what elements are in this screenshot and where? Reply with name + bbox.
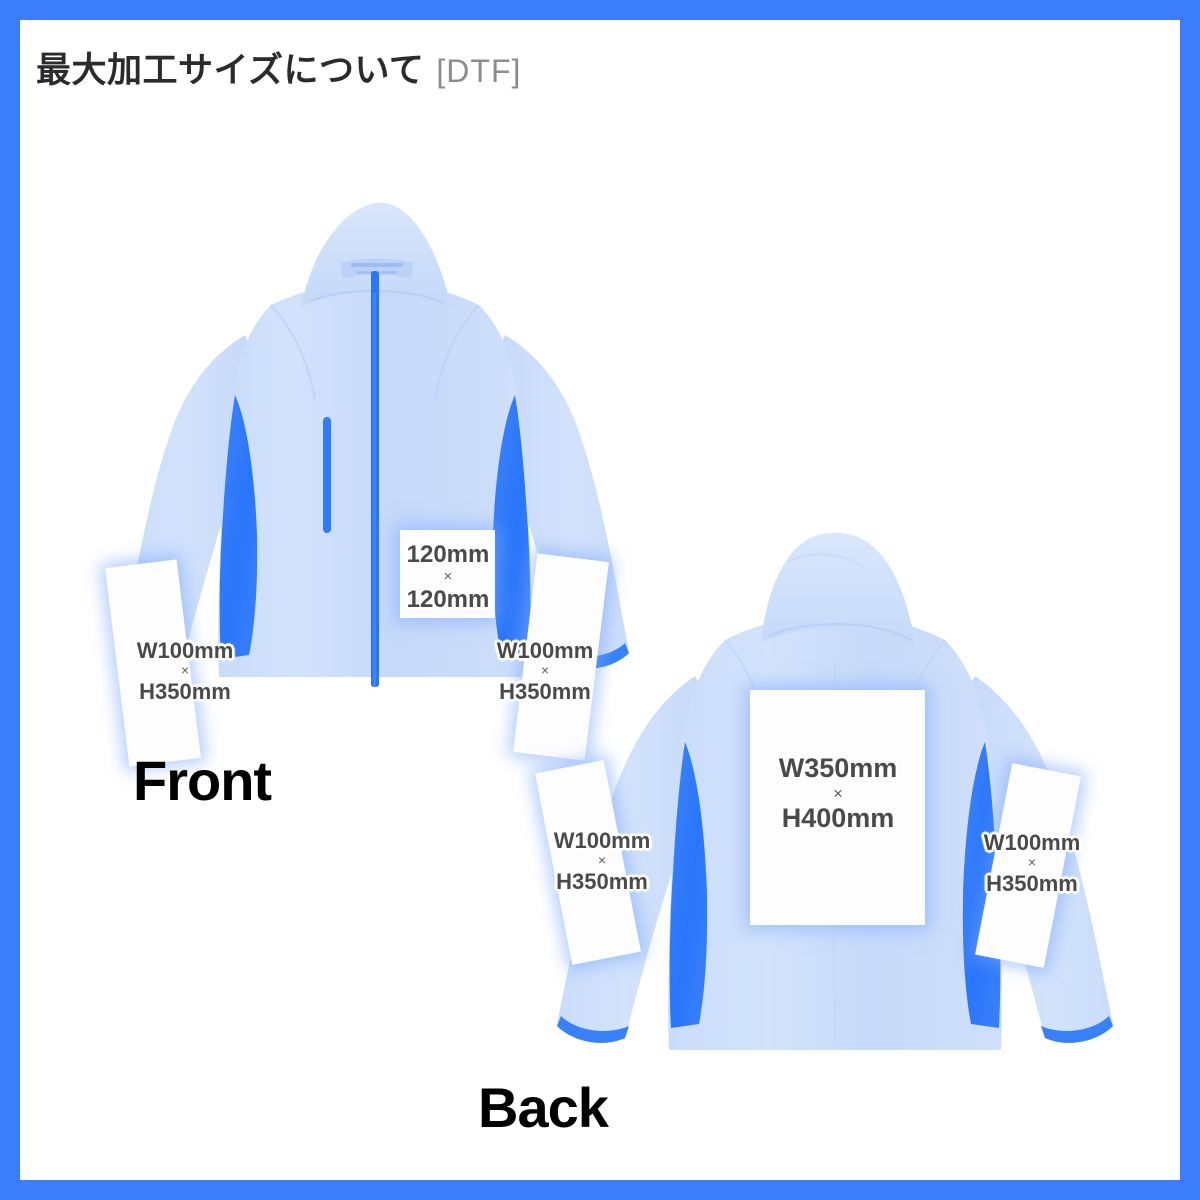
front-chest-width: 120mm — [406, 541, 490, 568]
front-jacket-illustration — [121, 202, 629, 687]
back-view-label: Back — [478, 1076, 609, 1139]
back-collar-shape — [761, 532, 915, 648]
content-canvas: 最大加工サイズについて [DTF] — [20, 20, 1180, 1180]
back-center-height: H400mm — [781, 803, 895, 834]
front-chest-separator: × — [443, 569, 453, 586]
back-garment-view: W350mm × H400mm W100mm × H350mm W100mm ×… — [525, 510, 1145, 1110]
front-left-sleeve-height: H350mm — [139, 678, 231, 704]
print-method-badge: [DTF] — [436, 53, 522, 89]
front-chest-print-area — [400, 530, 495, 618]
back-center-print-area — [750, 690, 925, 925]
front-left-side-panel — [219, 395, 258, 659]
page-title: 最大加工サイズについて [DTF] — [36, 42, 521, 93]
front-chest-height: 120mm — [406, 585, 490, 613]
front-pocket-zipper — [323, 417, 331, 533]
front-right-sleeve-separator: × — [541, 663, 549, 679]
front-right-sleeve-width: W100mm — [496, 638, 594, 663]
front-chest-size-label: 120mm × 120mm — [383, 541, 513, 613]
back-left-sleeve-height: H350mm — [556, 868, 648, 894]
front-view-label: Front — [133, 749, 272, 812]
front-center-zipper — [371, 271, 379, 687]
front-right-sleeve-height: H350mm — [499, 678, 591, 704]
back-right-sleeve-width: W100mm — [983, 830, 1081, 855]
page-title-text: 最大加工サイズについて — [36, 51, 425, 91]
back-center-width: W350mm — [778, 753, 898, 783]
front-left-sleeve-size-label: W100mm × H350mm — [90, 638, 280, 704]
front-left-sleeve-width: W100mm — [136, 638, 234, 663]
back-right-sleeve-separator: × — [1028, 855, 1036, 871]
back-center-separator: × — [833, 783, 843, 803]
back-left-sleeve-separator: × — [598, 853, 606, 869]
back-left-sleeve-size-label: W100mm × H350mm — [507, 828, 697, 894]
back-left-side-panel — [669, 742, 708, 1028]
front-right-sleeve-size-label: W100mm × H350mm — [450, 638, 640, 704]
front-garment-view: 120mm × 120mm W100mm × H350mm W100mm × H… — [95, 185, 655, 767]
back-right-sleeve-height: H350mm — [986, 870, 1078, 896]
back-left-sleeve-width: W100mm — [553, 828, 651, 853]
back-right-sleeve-size-label: W100mm × H350mm — [937, 830, 1127, 896]
back-center-size-label: W350mm × H400mm — [747, 753, 929, 834]
front-left-sleeve-separator: × — [181, 663, 189, 679]
front-right-side-panel — [492, 395, 531, 659]
